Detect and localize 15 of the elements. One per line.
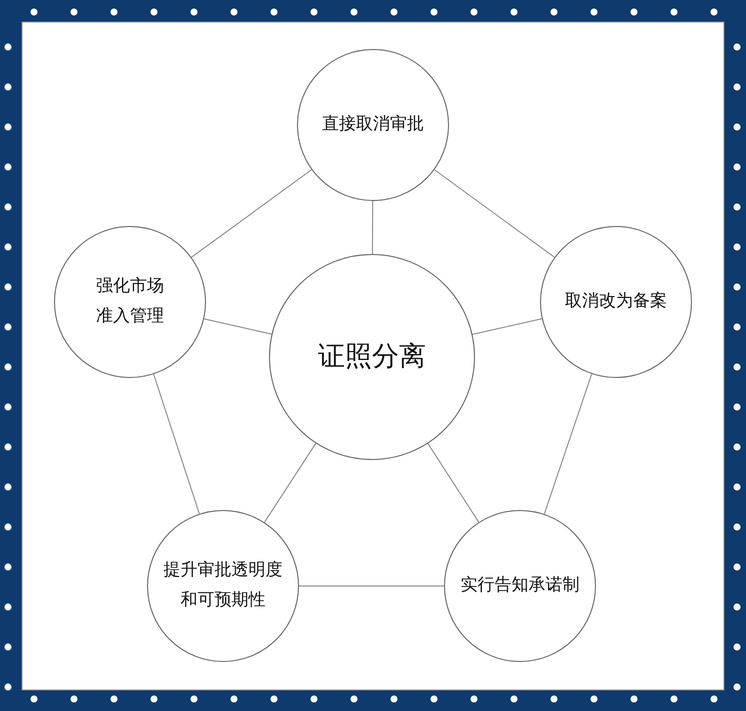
- connector-line: [204, 318, 272, 335]
- connector-line: [153, 374, 200, 514]
- connector-line: [372, 200, 374, 254]
- connector-line: [472, 318, 542, 335]
- connector-line: [427, 443, 480, 523]
- connector-line: [434, 169, 556, 258]
- topic-label: 取消改为备案: [565, 290, 667, 314]
- topic-label: 提升审批透明度和可预期性: [162, 559, 284, 612]
- connector-line: [190, 169, 312, 258]
- connector-line: [264, 442, 316, 523]
- topic-label: 强化市场准入管理: [95, 275, 165, 328]
- topic-label: 实行告知承诺制: [460, 574, 580, 598]
- center-label: 证照分离: [318, 340, 426, 374]
- connector-line: [544, 374, 592, 514]
- topic-label: 直接取消审批: [322, 113, 424, 136]
